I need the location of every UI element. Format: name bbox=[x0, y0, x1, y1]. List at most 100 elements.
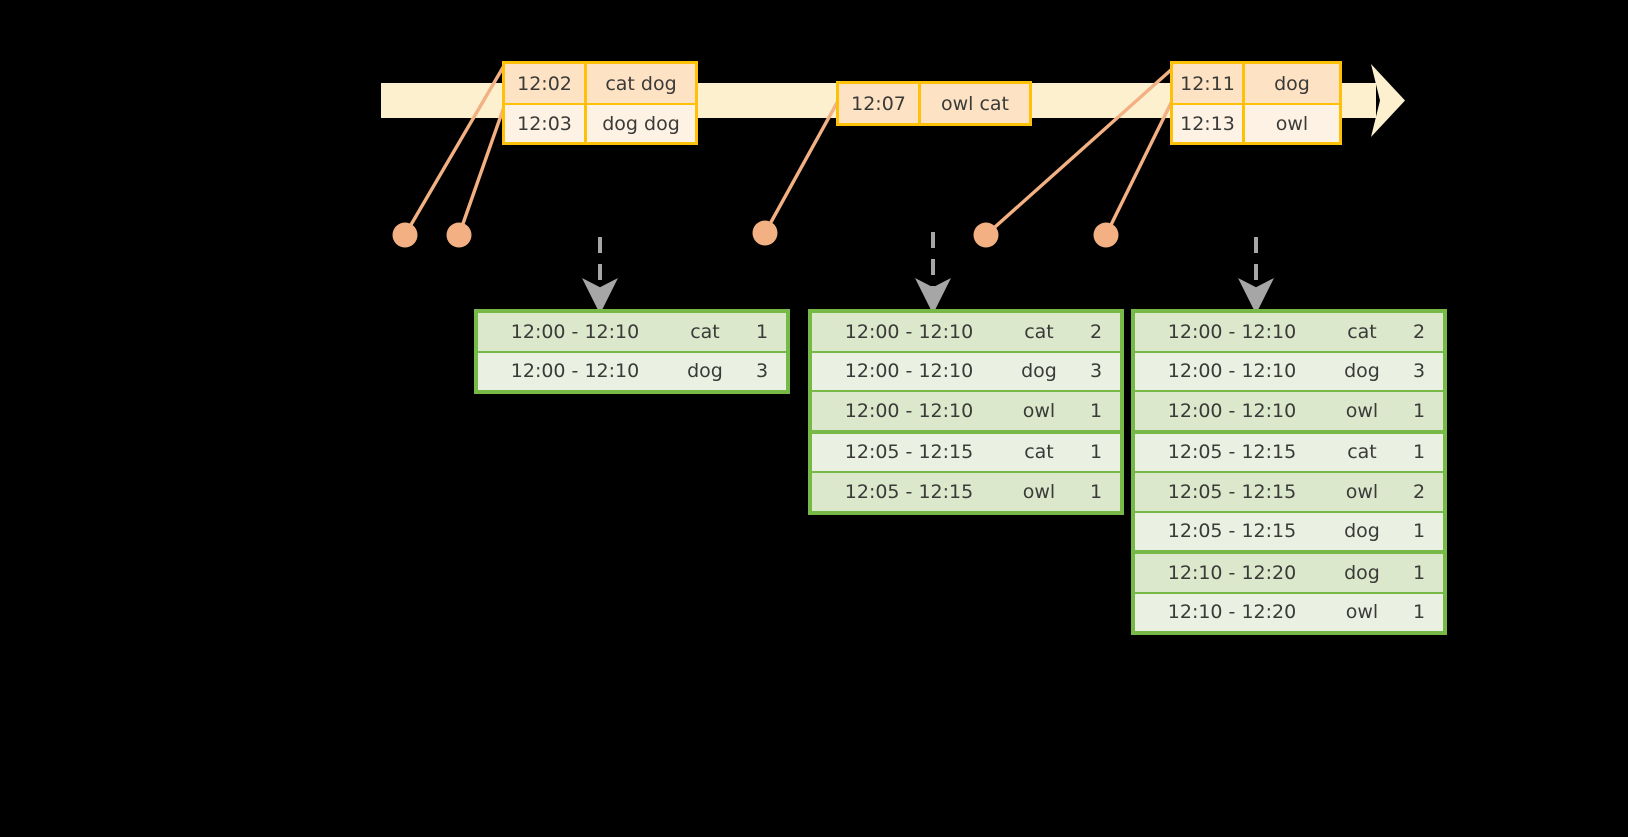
table-row[interactable]: 12:00 - 12:10 dog 3 bbox=[812, 352, 1120, 390]
cell-window: 12:10 - 12:20 bbox=[1135, 554, 1329, 592]
connector-dot-1 bbox=[392, 222, 418, 248]
cell-word: owl bbox=[1331, 473, 1393, 511]
cell-window: 12:00 - 12:10 bbox=[1135, 352, 1329, 390]
table-row[interactable]: 12:05 - 12:15 cat 1 bbox=[1135, 433, 1443, 471]
table-group: 12:00 - 12:10 cat 2 12:00 - 12:10 dog 3 … bbox=[1135, 313, 1443, 430]
cell-count: 2 bbox=[1395, 473, 1443, 511]
cell-count: 3 bbox=[1395, 352, 1443, 390]
cell-window: 12:00 - 12:10 bbox=[478, 313, 672, 351]
cell-word: dog bbox=[1331, 512, 1393, 550]
event-words: dog dog bbox=[602, 112, 680, 135]
event-time: 12:13 bbox=[1173, 105, 1245, 142]
cell-word: owl bbox=[1008, 473, 1070, 511]
cell-count: 1 bbox=[1395, 392, 1443, 430]
cell-count: 1 bbox=[1072, 392, 1120, 430]
cell-count: 1 bbox=[1072, 473, 1120, 511]
table-row[interactable]: 12:05 - 12:15 cat 1 bbox=[812, 433, 1120, 471]
connector-dot-5 bbox=[1093, 222, 1119, 248]
cell-window: 12:05 - 12:15 bbox=[1135, 473, 1329, 511]
cell-word: cat bbox=[1008, 313, 1070, 351]
timeline-arrowhead bbox=[1371, 64, 1405, 137]
result-table-3[interactable]: 12:00 - 12:10 cat 2 12:00 - 12:10 dog 3 … bbox=[1131, 309, 1447, 635]
event-row[interactable]: 12:07 owl cat bbox=[839, 84, 1029, 123]
event-group-1[interactable]: 12:02 cat dog 12:03 dog dog bbox=[502, 61, 698, 145]
event-words: owl bbox=[1275, 112, 1309, 135]
table-group: 12:10 - 12:20 dog 1 12:10 - 12:20 owl 1 bbox=[1135, 554, 1443, 631]
cell-window: 12:00 - 12:10 bbox=[1135, 313, 1329, 351]
cell-count: 1 bbox=[1072, 433, 1120, 471]
connector-line-3 bbox=[763, 99, 840, 235]
cell-window: 12:00 - 12:10 bbox=[812, 392, 1006, 430]
cell-count: 3 bbox=[1072, 352, 1120, 390]
cell-window: 12:10 - 12:20 bbox=[1135, 593, 1329, 631]
table-row[interactable]: 12:05 - 12:15 owl 1 bbox=[812, 473, 1120, 511]
cell-word: dog bbox=[674, 352, 736, 390]
table-row[interactable]: 12:00 - 12:10 cat 2 bbox=[812, 313, 1120, 351]
connector-dot-2 bbox=[446, 222, 472, 248]
cell-count: 1 bbox=[1395, 433, 1443, 471]
table-row[interactable]: 12:05 - 12:15 owl 2 bbox=[1135, 473, 1443, 511]
connector-dot-4 bbox=[973, 222, 999, 248]
cell-window: 12:00 - 12:10 bbox=[812, 352, 1006, 390]
cell-word: cat bbox=[1008, 433, 1070, 471]
cell-word: cat bbox=[1331, 433, 1393, 471]
connector-line-1 bbox=[403, 62, 507, 237]
cell-word: dog bbox=[1331, 352, 1393, 390]
table-row[interactable]: 12:00 - 12:10 dog 3 bbox=[478, 352, 786, 390]
table-row[interactable]: 12:10 - 12:20 dog 1 bbox=[1135, 554, 1443, 592]
event-row[interactable]: 12:11 dog bbox=[1173, 64, 1339, 103]
table-group: 12:00 - 12:10 cat 2 12:00 - 12:10 dog 3 … bbox=[812, 313, 1120, 430]
dashed-down-arrows bbox=[582, 232, 1274, 314]
event-row[interactable]: 12:02 cat dog bbox=[505, 64, 695, 103]
cell-word: cat bbox=[674, 313, 736, 351]
table-row[interactable]: 12:05 - 12:15 dog 1 bbox=[1135, 512, 1443, 550]
cell-word: dog bbox=[1331, 554, 1393, 592]
table-row[interactable]: 12:10 - 12:20 owl 1 bbox=[1135, 593, 1443, 631]
cell-count: 1 bbox=[738, 313, 786, 351]
result-table-2[interactable]: 12:00 - 12:10 cat 2 12:00 - 12:10 dog 3 … bbox=[808, 309, 1124, 515]
connector-line-2 bbox=[457, 102, 507, 237]
event-words: owl cat bbox=[940, 92, 1010, 115]
cell-window: 12:05 - 12:15 bbox=[1135, 512, 1329, 550]
connector-lines bbox=[403, 62, 1174, 237]
cell-count: 1 bbox=[1395, 512, 1443, 550]
table-group: 12:05 - 12:15 cat 1 12:05 - 12:15 owl 1 bbox=[812, 433, 1120, 511]
cell-window: 12:00 - 12:10 bbox=[1135, 392, 1329, 430]
table-row[interactable]: 12:00 - 12:10 cat 2 bbox=[1135, 313, 1443, 351]
event-time: 12:03 bbox=[505, 105, 587, 142]
table-row[interactable]: 12:00 - 12:10 cat 1 bbox=[478, 313, 786, 351]
cell-word: cat bbox=[1331, 313, 1393, 351]
table-row[interactable]: 12:00 - 12:10 owl 1 bbox=[1135, 392, 1443, 430]
event-words: cat dog bbox=[605, 72, 677, 95]
result-table-1[interactable]: 12:00 - 12:10 cat 1 12:00 - 12:10 dog 3 bbox=[474, 309, 790, 394]
table-group: 12:00 - 12:10 cat 1 12:00 - 12:10 dog 3 bbox=[478, 313, 786, 390]
event-time: 12:02 bbox=[505, 64, 587, 103]
event-words: dog bbox=[1274, 72, 1310, 95]
cell-word: dog bbox=[1008, 352, 1070, 390]
cell-count: 2 bbox=[1395, 313, 1443, 351]
cell-window: 12:00 - 12:10 bbox=[812, 313, 1006, 351]
cell-count: 3 bbox=[738, 352, 786, 390]
event-group-2[interactable]: 12:07 owl cat bbox=[836, 81, 1032, 126]
table-row[interactable]: 12:00 - 12:10 owl 1 bbox=[812, 392, 1120, 430]
cell-window: 12:00 - 12:10 bbox=[478, 352, 672, 390]
cell-window: 12:05 - 12:15 bbox=[812, 433, 1006, 471]
cell-word: owl bbox=[1008, 392, 1070, 430]
cell-count: 1 bbox=[1395, 593, 1443, 631]
cell-window: 12:05 - 12:15 bbox=[1135, 433, 1329, 471]
connector-line-4 bbox=[984, 67, 1174, 237]
event-row[interactable]: 12:13 owl bbox=[1173, 103, 1339, 142]
event-group-3[interactable]: 12:11 dog 12:13 owl bbox=[1170, 61, 1342, 145]
table-row[interactable]: 12:00 - 12:10 dog 3 bbox=[1135, 352, 1443, 390]
event-time: 12:11 bbox=[1173, 64, 1245, 103]
connector-line-5 bbox=[1104, 99, 1174, 237]
cell-window: 12:05 - 12:15 bbox=[812, 473, 1006, 511]
event-time: 12:07 bbox=[839, 84, 921, 123]
cell-count: 1 bbox=[1395, 554, 1443, 592]
cell-count: 2 bbox=[1072, 313, 1120, 351]
cell-word: owl bbox=[1331, 392, 1393, 430]
connector-dot-3 bbox=[752, 220, 778, 246]
event-row[interactable]: 12:03 dog dog bbox=[505, 103, 695, 142]
table-group: 12:05 - 12:15 cat 1 12:05 - 12:15 owl 2 … bbox=[1135, 433, 1443, 550]
